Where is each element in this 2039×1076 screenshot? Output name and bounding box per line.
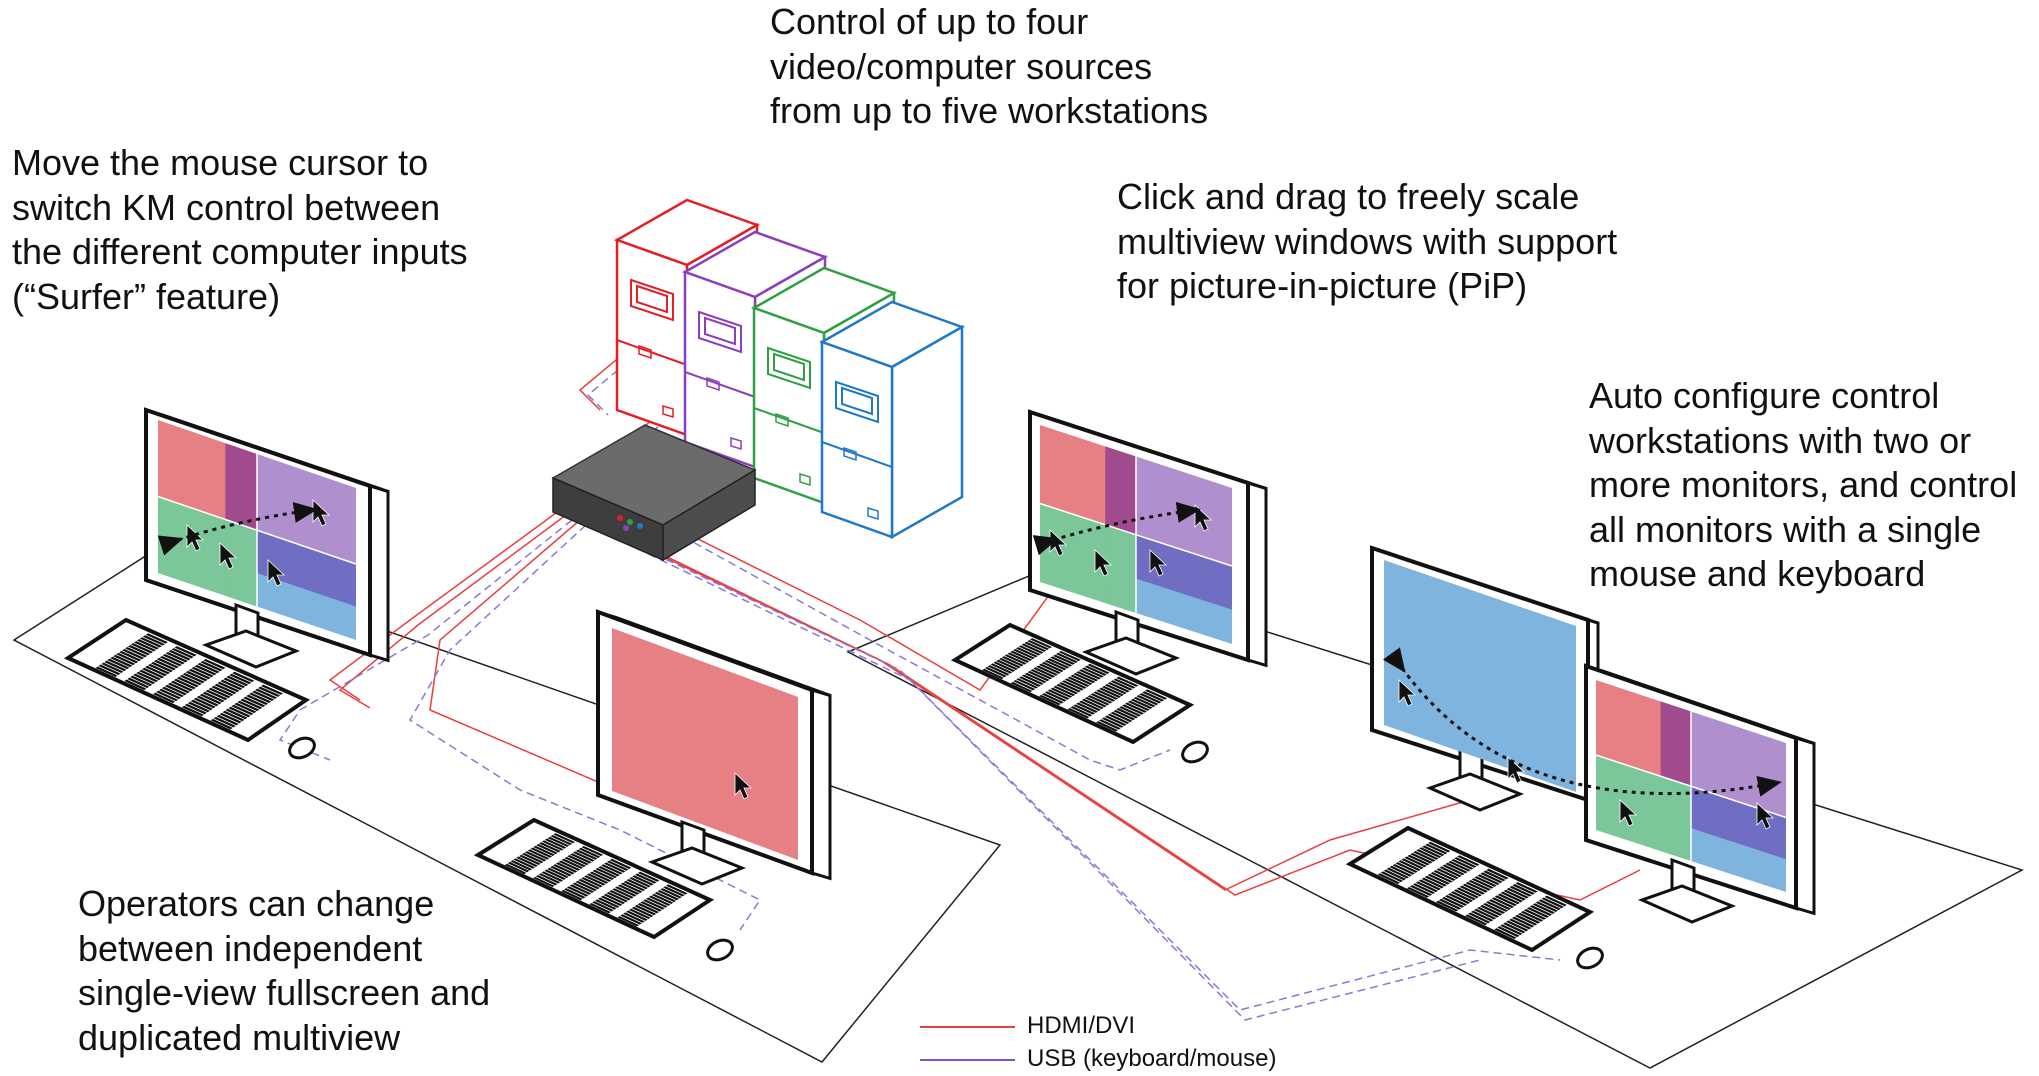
keyboard-icon	[950, 622, 1195, 745]
usb-cable	[577, 519, 1481, 1021]
note-line: between independent	[78, 927, 423, 969]
pip-overlap	[1660, 701, 1691, 787]
window-red-fullscreen	[612, 628, 798, 860]
note-line: multiview windows with support	[1117, 220, 1618, 262]
note-line: mouse and keyboard	[1589, 553, 1926, 594]
note-line: (“Surfer” feature)	[12, 275, 281, 317]
cursor-icon	[734, 772, 753, 800]
computer-sources	[614, 198, 965, 540]
drag-arrow	[157, 502, 318, 556]
keyboard-icon	[1345, 825, 1595, 953]
note-line: for picture-in-picture (PiP)	[1117, 265, 1528, 306]
cursor-icon	[1756, 802, 1775, 830]
pip-overlap	[1691, 786, 1786, 860]
hdmi-cable	[559, 504, 1471, 891]
cursor-icon	[1619, 799, 1638, 827]
note-line: Operators can change	[78, 883, 435, 924]
monitor-icon	[596, 609, 832, 886]
status-led	[627, 519, 633, 525]
cursor-icon	[1149, 549, 1168, 577]
pip-overlap	[225, 443, 257, 531]
drag-arrow	[1382, 647, 1782, 797]
monitor-icon	[1028, 409, 1268, 676]
note-line: from up to five workstations	[770, 90, 1209, 131]
note-line: duplicated multiview	[78, 1016, 401, 1058]
note-line: Auto configure control	[1589, 375, 1940, 416]
pip-overlap	[1105, 446, 1136, 535]
mouse-icon	[288, 736, 316, 760]
note-line: more monitors, and control	[1589, 464, 2018, 505]
note-line: the different computer inputs	[12, 231, 468, 272]
note-line: single-view fullscreen and	[78, 972, 491, 1013]
usb-cable	[408, 524, 762, 931]
workstations	[63, 407, 1816, 970]
note-line: Move the mouse cursor to	[12, 142, 429, 183]
mouse-icon	[1576, 946, 1604, 970]
status-led	[637, 523, 643, 529]
status-led	[617, 515, 623, 521]
kvm-switch-icon	[551, 424, 757, 562]
note-line: Control of up to four	[770, 1, 1089, 42]
pc-tower-icon	[819, 300, 965, 540]
legend-hdmi-swatch	[920, 1026, 1015, 1028]
drag-arrow	[1032, 501, 1201, 556]
cursor-icon	[267, 559, 286, 587]
keyboard-icon	[473, 817, 715, 940]
status-led	[623, 525, 629, 531]
mouse-icon	[706, 938, 734, 962]
note-line: switch KM control between	[12, 186, 441, 228]
keyboard-icon	[63, 617, 311, 743]
monitor-icon	[144, 407, 390, 669]
usb-cable	[625, 504, 1171, 771]
usb-cable	[278, 519, 573, 761]
note-line: all monitors with a single	[1589, 508, 1982, 550]
mouse-icon	[1181, 740, 1209, 764]
note-line: workstations with two or	[1589, 419, 1972, 461]
note-line: video/computer sources	[770, 45, 1153, 87]
legend-usb-swatch	[920, 1059, 1015, 1061]
cursor-icon	[1094, 549, 1113, 577]
legend-usb-label: USB (keyboard/mouse)	[1027, 1045, 1277, 1072]
usb-cable	[571, 514, 1561, 1011]
note-line: Click and drag to freely scale	[1117, 176, 1580, 217]
legend-hdmi-label: HDMI/DVI	[1027, 1012, 1135, 1039]
